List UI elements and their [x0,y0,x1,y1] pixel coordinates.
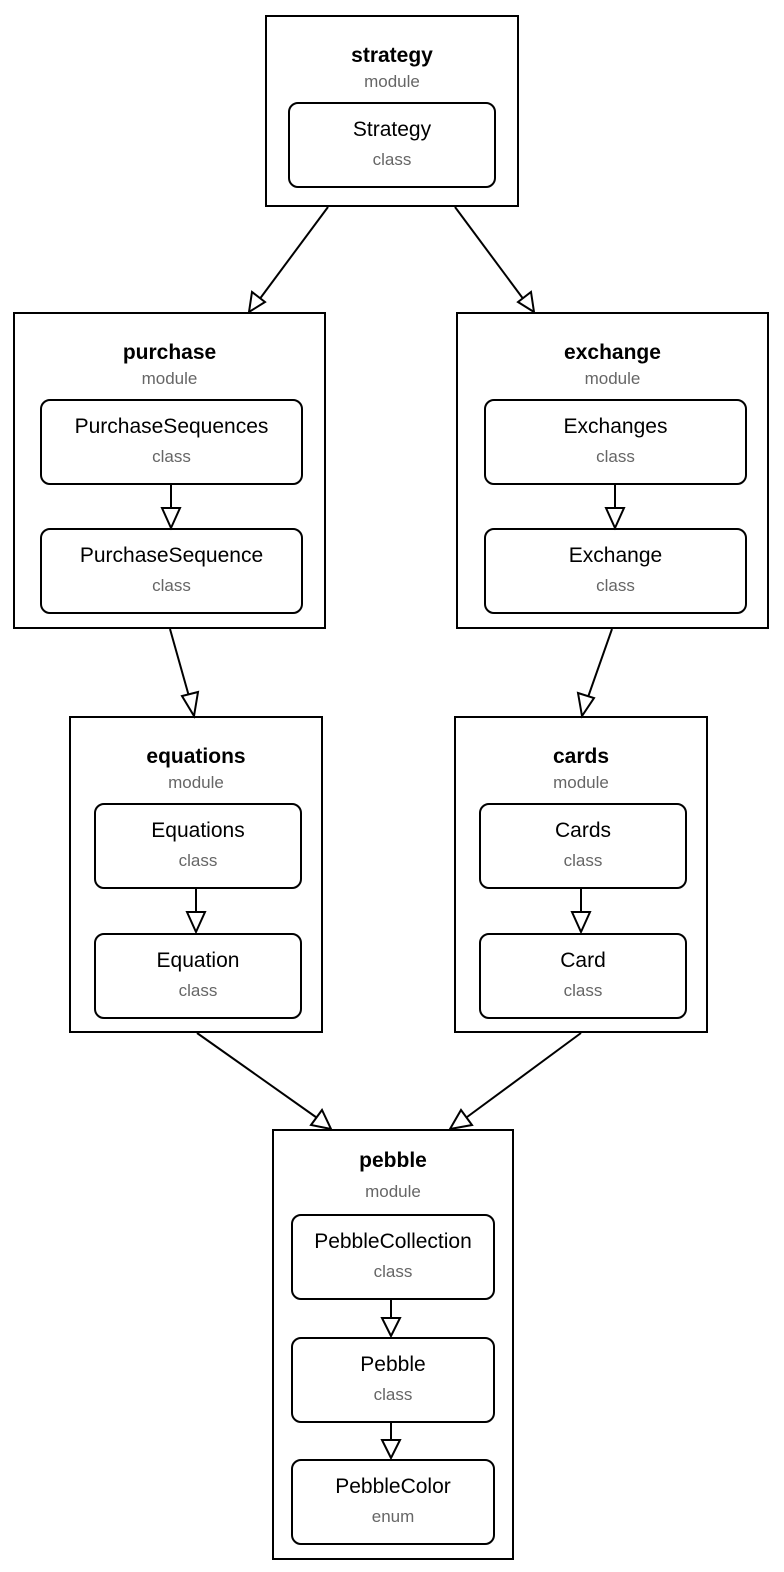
arrowhead-pebble-right [448,1108,474,1131]
class-strategy[interactable]: Strategy class [288,102,496,188]
class-kind: class [373,1385,413,1404]
arrowhead-card-class [570,911,592,935]
module-kind: module [365,1182,421,1201]
module-name: pebble [359,1149,427,1172]
edge-strategy-exchange [454,206,528,305]
enum-pebble-color[interactable]: PebbleColor enum [291,1459,495,1545]
module-exchange[interactable]: exchange module Exchanges class Exchange… [456,312,769,629]
class-kind: class [596,576,635,595]
arrowhead-pebble-left [309,1108,333,1131]
module-kind: module [168,773,224,792]
module-purchase[interactable]: purchase module PurchaseSequences class … [13,312,326,629]
class-kind: class [178,851,218,870]
edge-exchange-cards [586,628,613,701]
module-name: cards [552,745,610,768]
class-equation[interactable]: Equation class [94,933,302,1019]
class-name: PurchaseSequences [74,415,269,438]
module-name: exchange [564,341,661,364]
class-pebble-collection[interactable]: PebbleCollection class [291,1214,495,1300]
class-name: Cards [554,819,612,842]
class-name: Strategy [352,118,432,141]
class-name: Exchanges [563,415,668,438]
module-name: purchase [122,341,217,364]
class-name: Pebble [360,1353,426,1376]
class-kind: class [373,1262,413,1281]
class-name: PurchaseSequence [79,544,264,567]
class-exchanges[interactable]: Exchanges class [484,399,747,485]
class-name: Equation [156,949,240,972]
arrowhead-purchase-sequence [160,507,182,531]
arrowhead-equation-class [185,911,207,935]
arrowhead-purchase [247,290,267,314]
class-kind: class [596,447,635,466]
class-name: PebbleColor [335,1475,451,1498]
module-strategy[interactable]: strategy module Strategy class [265,15,519,207]
module-kind: module [584,369,641,388]
class-kind: class [152,576,191,595]
class-name: Equations [151,819,245,842]
class-kind: class [563,981,603,1000]
class-card[interactable]: Card class [479,933,687,1019]
class-name: PebbleCollection [314,1230,472,1253]
class-name: Exchange [568,544,663,567]
class-kind: class [152,447,191,466]
module-kind: module [364,72,420,91]
class-kind: enum [371,1507,415,1526]
module-name: strategy [351,44,433,67]
arrowhead-exchange-class [604,507,626,531]
class-equations[interactable]: Equations class [94,803,302,889]
module-name: equations [146,745,246,768]
arrowhead-pebble-color [380,1439,402,1461]
class-pebble[interactable]: Pebble class [291,1337,495,1423]
edge-purchase-equations [169,628,191,701]
class-kind: class [563,851,603,870]
arrowhead-cards [576,691,596,719]
edge-cards-pebble [462,1032,582,1121]
edge-equations-pebble [196,1032,321,1121]
arrowhead-equations [180,690,200,719]
class-kind: class [372,150,412,169]
class-exchange[interactable]: Exchange class [484,528,747,614]
class-name: Card [560,949,606,972]
module-cards[interactable]: cards module Cards class Card class [454,716,708,1033]
class-purchase-sequence[interactable]: PurchaseSequence class [40,528,303,614]
module-equations[interactable]: equations module Equations class Equatio… [69,716,323,1033]
class-purchase-sequences[interactable]: PurchaseSequences class [40,399,303,485]
module-pebble[interactable]: pebble module PebbleCollection class Peb… [272,1129,514,1560]
class-cards[interactable]: Cards class [479,803,687,889]
class-kind: class [178,981,218,1000]
module-kind: module [141,369,198,388]
edge-strategy-purchase [255,206,329,305]
arrowhead-pebble-class [380,1317,402,1339]
arrowhead-exchange [516,290,536,314]
module-kind: module [553,773,609,792]
